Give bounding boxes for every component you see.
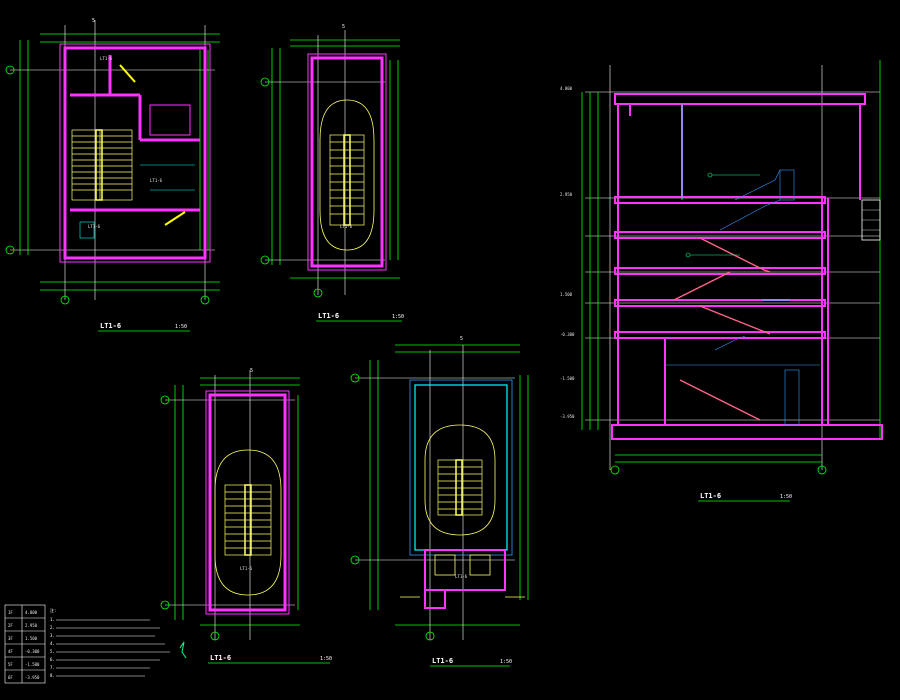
legend-row-6-floor: 6F	[8, 675, 13, 680]
note-1: 1.	[50, 617, 55, 622]
level-mark-3: 1.500	[560, 292, 573, 297]
note-8: 8.	[50, 673, 55, 678]
plan-view-b: LT1-6 LT1-6 1:50 5	[260, 24, 404, 322]
note-4: 4.	[50, 641, 55, 646]
svg-text:LT1-6: LT1-6	[455, 574, 468, 579]
leader-symbol-icon	[179, 641, 187, 659]
section-title: LT1-6	[700, 492, 721, 500]
legend-row-2-floor: 2F	[8, 623, 13, 628]
legend-row-3-level: 1.500	[25, 636, 38, 641]
plan-c-grid-5: 5	[250, 368, 253, 374]
level-mark-5: -1.500	[560, 376, 575, 381]
plan-c-scale: 1:50	[320, 656, 332, 662]
svg-text:LT1-6: LT1-6	[240, 566, 253, 571]
level-legend-table: 1F 4.800 2F 2.950 3F 1.500 4F -0.300 5F …	[4, 604, 46, 684]
plan-d-grid-5: 5	[460, 336, 463, 342]
level-mark-2: 2.950	[560, 192, 573, 197]
svg-text:LT1-6: LT1-6	[100, 56, 113, 61]
legend-row-6-level: -3.950	[25, 675, 40, 680]
plan-c-title: LT1-6	[210, 654, 231, 662]
level-mark-4: -0.300	[560, 332, 575, 337]
note-7: 7.	[50, 665, 55, 670]
note-5: 5.	[50, 649, 55, 654]
plan-d-scale: 1:50	[500, 659, 512, 665]
legend-row-5-floor: 5F	[8, 662, 13, 667]
note-2: 2.	[50, 625, 55, 630]
plan-b-grid-5: 5	[342, 24, 345, 30]
plan-b-scale: 1:50	[392, 314, 404, 320]
notes-block: 注: 1. 2. 3. 4. 5. 6. 7. 8.	[50, 607, 187, 678]
note-3: 3.	[50, 633, 55, 638]
legend-row-3-floor: 3F	[8, 636, 13, 641]
plan-a-title: LT1-6	[100, 322, 121, 330]
notes-heading: 注:	[50, 607, 56, 613]
plan-view-d: LT1-6 LT1-6 1:50 5	[350, 336, 529, 667]
note-6: 6.	[50, 657, 55, 662]
level-mark-1: 4.800	[560, 86, 573, 91]
legend-row-1-level: 4.800	[25, 610, 38, 615]
plan-view-a: LT1-6 LT1-6 LT1-6 LT1-6 1:50 5	[5, 18, 220, 332]
legend-row-4-level: -0.300	[25, 649, 40, 654]
plan-a-grid-5: 5	[92, 18, 95, 24]
plan-view-c: LT1-6 LT1-6 1:50 5	[160, 368, 332, 664]
legend-row-4-floor: 4F	[8, 649, 13, 654]
level-mark-6: -3.950	[560, 414, 575, 419]
legend-row-2-level: 2.950	[25, 623, 38, 628]
legend-row-5-level: -1.500	[25, 662, 40, 667]
legend-row-1-floor: 1F	[8, 610, 13, 615]
svg-text:LT1-6: LT1-6	[88, 224, 101, 229]
plan-a-scale: 1:50	[175, 324, 187, 330]
plan-d-title: LT1-6	[432, 657, 453, 665]
section-view: 4.800 2.950 1.500 -0.300 -1.500 -3.950 L…	[560, 60, 883, 502]
section-scale: 1:50	[780, 494, 792, 500]
svg-text:LT1-6: LT1-6	[340, 224, 353, 229]
svg-text:LT1-6: LT1-6	[150, 178, 163, 183]
plan-b-title: LT1-6	[318, 312, 339, 320]
